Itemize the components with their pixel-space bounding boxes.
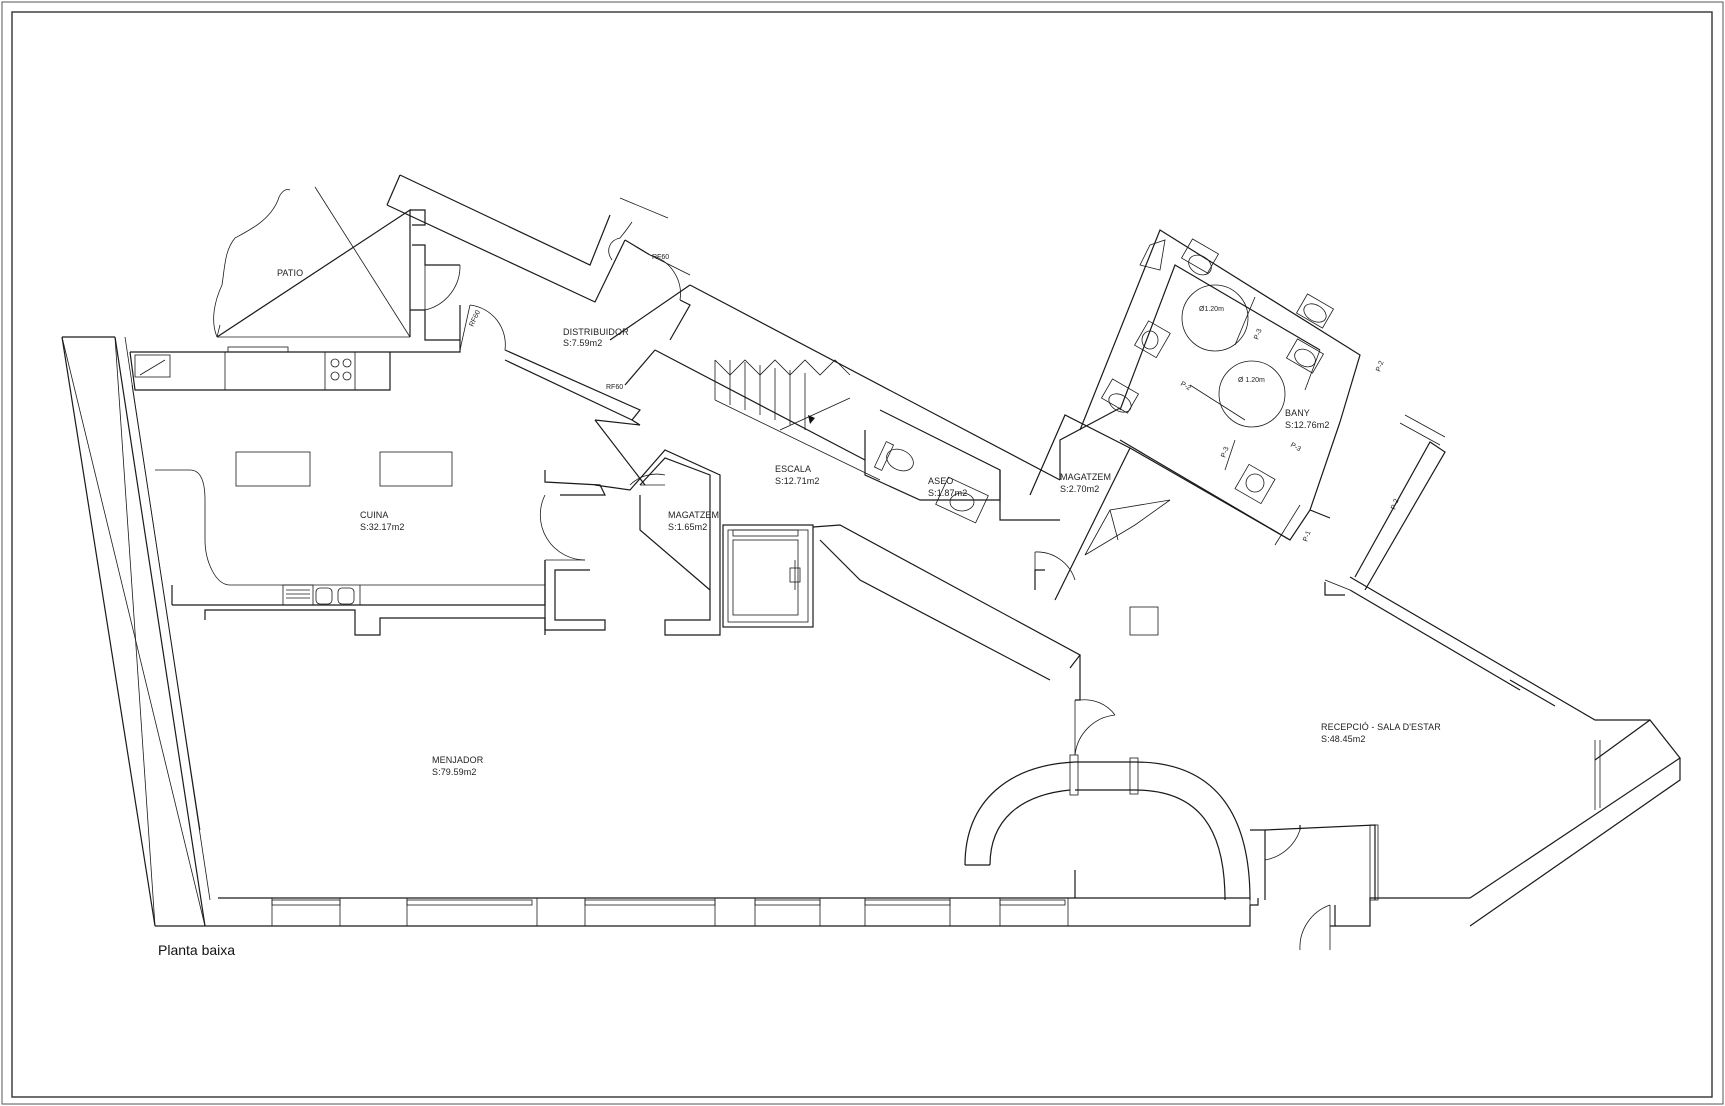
partition-tag-4: P-3 [1289,442,1302,454]
room-name-aseo: ASEO [928,476,953,486]
door-tag-rf60-2: RF60 [468,309,482,328]
east-facade-wall [1324,414,1650,721]
partition-tag-1: P-3 [1253,328,1263,341]
north-wall-distribuidor [386,174,691,426]
door-tag-rf60-1: RF60 [652,254,669,261]
partition-tag-3: P-3 [1220,446,1230,459]
room-area-distribuidor: S:7.59m2 [563,338,602,348]
dining-curved-counter [204,609,1379,901]
room-area-bany: S:12.76m2 [1285,420,1329,430]
room-area-menjador: S:79.59m2 [432,767,476,777]
room-area-recepcio: S:48.45m2 [1321,734,1365,744]
door-and-partition-tags: RF60 RF60 RF60 Ø1.20m Ø 1.20m P-3 P-2 P-… [468,254,1400,543]
room-area-escala: S:12.71m2 [775,476,819,486]
room-area-magatzem-1: S:1.65m2 [668,522,707,532]
room-name-escala: ESCALA [775,464,811,474]
room-name-cuina: CUINA [360,510,389,520]
bathroom-bany [1079,229,1361,546]
partition-tag-5: P-2 [1375,360,1385,373]
storage-magatzem-2 [1029,407,1131,601]
partition-tag-6: P-1 [1302,530,1312,543]
turning-circle-label-1: Ø1.20m [1199,306,1224,313]
turning-circle-label-2: Ø 1.20m [1238,377,1265,384]
room-name-patio: PATIO [277,268,303,278]
storage-magatzem-1 [594,449,721,636]
patio [213,186,411,338]
room-labels: PATIO DISTRIBUIDOR S:7.59m2 CUINA S:32.1… [277,268,1441,777]
partition-tag-7: P-2 [1390,498,1400,511]
room-name-magatzem-1: MAGATZEM [668,510,719,520]
door-tag-rf60-3: RF60 [606,384,623,391]
partition-tag-2: P-2 [1179,381,1192,393]
toilet-aseo [864,409,1060,524]
central-features [1074,447,1291,756]
room-area-aseo: S:1.87m2 [928,488,967,498]
room-name-bany: BANY [1285,408,1310,418]
sheet-border-inner [11,11,1713,1098]
room-name-distribuidor: DISTRIBUIDOR [563,327,629,337]
room-area-magatzem-2: S:2.70m2 [1060,484,1099,494]
south-facade-wall [155,719,1681,951]
lift-shaft [722,524,1081,681]
drawing-title: Planta baixa [158,942,235,958]
room-name-recepcio: RECEPCIÓ - SALA D'ESTAR [1321,722,1441,732]
room-area-cuina: S:32.17m2 [360,522,404,532]
room-name-menjador: MENJADOR [432,755,484,765]
room-name-magatzem-2: MAGATZEM [1060,472,1111,482]
stair-escala [594,284,1061,486]
west-facade-wall [61,336,211,927]
kitchen-cuina [129,340,606,631]
